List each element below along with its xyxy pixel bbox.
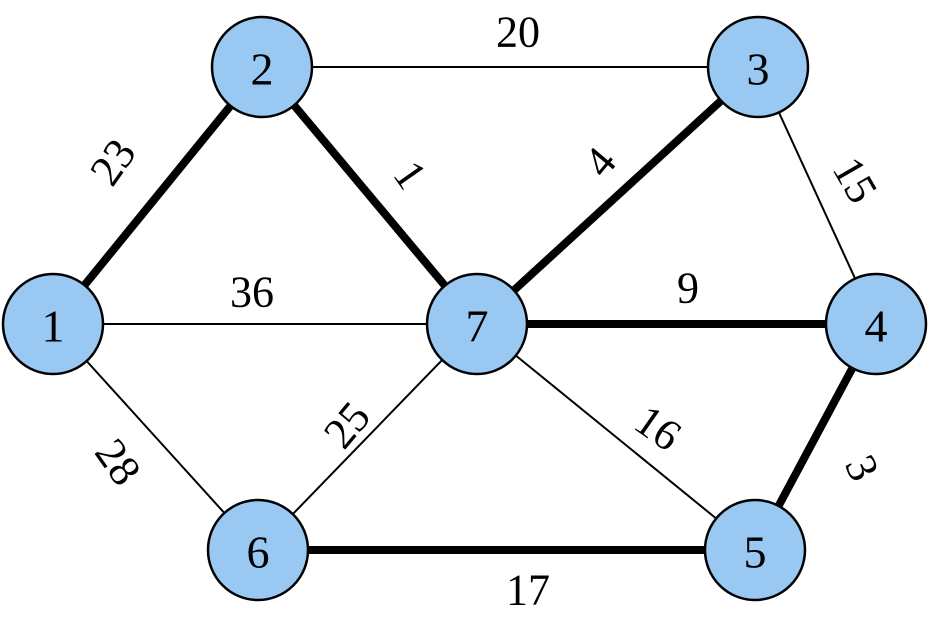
node-label: 4 <box>865 301 888 352</box>
edge-weight-label: 1 <box>384 152 437 198</box>
edge-1-6 <box>85 360 226 514</box>
node-circle <box>1 272 105 376</box>
node-label: 1 <box>42 301 65 352</box>
edge-weight-label: 9 <box>677 264 699 313</box>
edge-3-4 <box>777 111 857 280</box>
edge-weight-label: 20 <box>496 8 540 57</box>
edge-7-5 <box>514 354 718 520</box>
node-circle <box>210 15 314 119</box>
node-5: 5 <box>703 498 807 602</box>
node-circle <box>703 498 807 602</box>
edge-weight-label: 23 <box>80 130 145 194</box>
edge-2-7 <box>290 101 449 290</box>
node-label: 7 <box>466 301 489 352</box>
edge-weight-label: 17 <box>506 566 550 615</box>
node-circle <box>706 15 810 119</box>
edge-weight-label: 4 <box>574 138 626 186</box>
edge-7-6 <box>291 358 444 516</box>
node-6: 6 <box>206 498 310 602</box>
node-circle <box>206 498 310 602</box>
edge-weight-label: 16 <box>626 395 690 460</box>
edges-layer <box>80 66 857 554</box>
edge-1-2 <box>80 101 235 290</box>
edge-weight-label: 15 <box>823 149 887 212</box>
node-label: 2 <box>251 44 274 95</box>
node-label: 3 <box>747 44 770 95</box>
node-7: 7 <box>425 272 529 376</box>
edge-3-7 <box>509 96 726 295</box>
edge-weight-label: 25 <box>314 392 380 457</box>
node-4: 4 <box>824 272 928 376</box>
edge-weight-label: 28 <box>85 430 150 494</box>
edge-weight-label: 3 <box>835 448 889 489</box>
node-3: 3 <box>706 15 810 119</box>
edge-weight-label: 36 <box>230 268 274 317</box>
node-circle <box>824 272 928 376</box>
node-label: 5 <box>744 527 767 578</box>
node-2: 2 <box>210 15 314 119</box>
edge-4-5 <box>774 364 857 510</box>
node-label: 6 <box>247 527 270 578</box>
node-1: 1 <box>1 272 105 376</box>
node-circle <box>425 272 529 376</box>
